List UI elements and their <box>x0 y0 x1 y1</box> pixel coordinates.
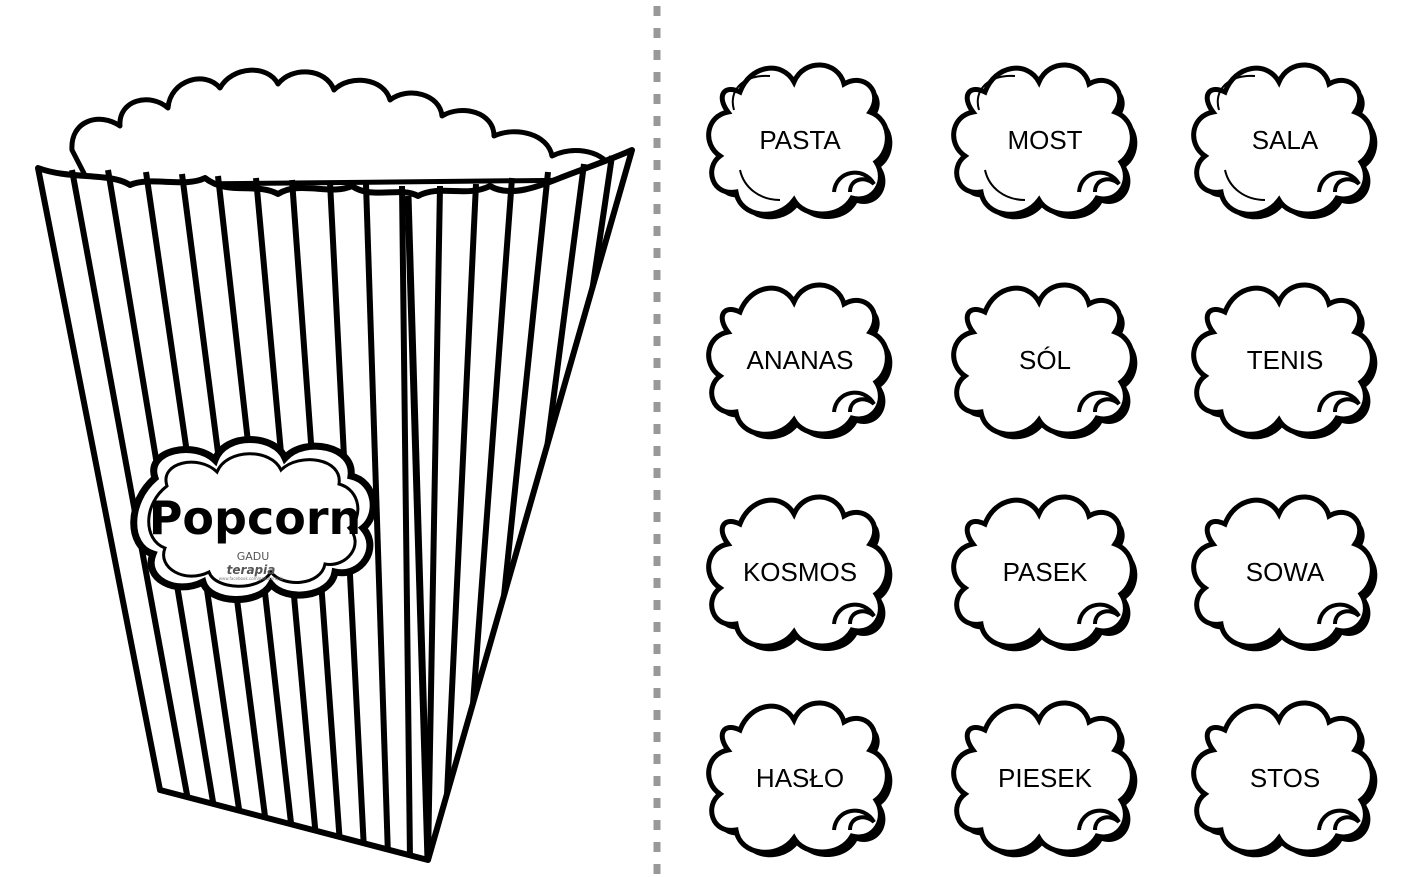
kernel-curl <box>832 390 876 413</box>
kernel-word: PASTA <box>759 125 841 155</box>
kernel-highlight <box>1216 74 1266 201</box>
watermark-line2: terapia <box>227 563 276 577</box>
kernel-highlight <box>976 74 1026 201</box>
popcorn-kernel-card[interactable]: SOWA <box>1194 497 1378 652</box>
watermark-line1: GADU <box>237 550 270 563</box>
kernel-highlight <box>731 74 781 201</box>
popcorn-kernel-card[interactable]: MOST <box>954 65 1138 220</box>
popcorn-kernel-card[interactable]: PIESEK <box>954 703 1138 858</box>
kernel-word: SALA <box>1252 125 1319 155</box>
popcorn-kernel-card[interactable]: ANANAS <box>709 285 893 440</box>
popcorn-kernel-card[interactable]: PASTA <box>709 65 893 220</box>
kernel-curl <box>832 602 876 625</box>
kernel-word: PASEK <box>1003 557 1088 587</box>
kernel-word: ANANAS <box>747 345 854 375</box>
kernel-curl <box>1317 170 1361 193</box>
kernel-curl <box>832 170 876 193</box>
kernel-curl <box>832 808 876 831</box>
kernel-word: HASŁO <box>756 763 844 793</box>
kernel-word: KOSMOS <box>743 557 857 587</box>
popcorn-kernel-card[interactable]: STOS <box>1194 703 1378 858</box>
kernel-curl <box>1317 390 1361 413</box>
kernel-word: PIESEK <box>998 763 1093 793</box>
kernel-word: SÓL <box>1019 345 1071 375</box>
box-label-cloud: Popcorn GADU terapia www.facebook.com/ga… <box>130 436 377 603</box>
kernel-curl <box>1317 602 1361 625</box>
popcorn-kernel-card[interactable]: SALA <box>1194 65 1378 220</box>
kernel-word: STOS <box>1250 763 1320 793</box>
watermark-line3: www.facebook.com/gaduterapia <box>219 576 284 581</box>
kernel-grid: PASTA MOST SALA ANANAS SÓL TENIS KOSMOS PASEK SO… <box>709 65 1378 858</box>
kernel-word: TENIS <box>1247 345 1324 375</box>
popcorn-kernel-card[interactable]: KOSMOS <box>709 497 893 652</box>
popcorn-kernel-card[interactable]: SÓL <box>954 285 1138 440</box>
popcorn-kernel-card[interactable]: HASŁO <box>709 703 893 858</box>
kernel-word: SOWA <box>1246 557 1325 587</box>
kernel-curl <box>1317 808 1361 831</box>
popcorn-kernel-card[interactable]: TENIS <box>1194 285 1378 440</box>
kernel-curl <box>1077 170 1121 193</box>
popcorn-top <box>69 67 613 188</box>
kernel-curl <box>1077 390 1121 413</box>
box-label: Popcorn <box>149 491 362 545</box>
kernel-word: MOST <box>1007 125 1082 155</box>
box-stripes <box>69 155 615 860</box>
popcorn-box: Popcorn GADU terapia www.facebook.com/ga… <box>35 67 635 863</box>
kernel-curl <box>1077 808 1121 831</box>
popcorn-kernel-card[interactable]: PASEK <box>954 497 1138 652</box>
kernel-curl <box>1077 602 1121 625</box>
